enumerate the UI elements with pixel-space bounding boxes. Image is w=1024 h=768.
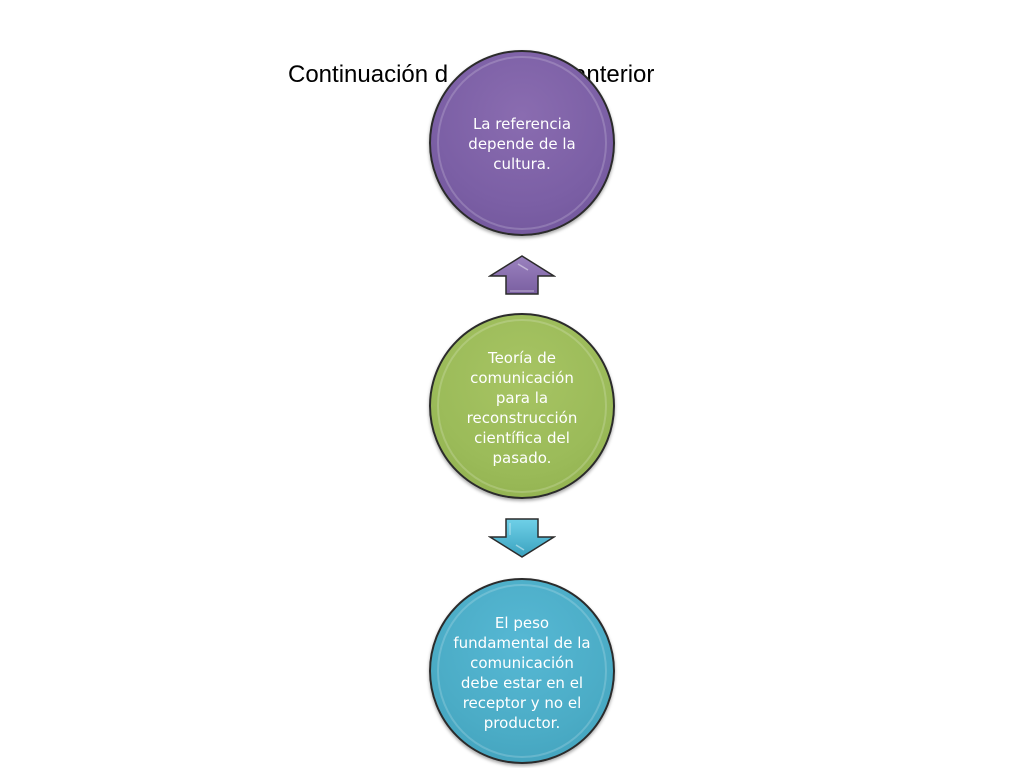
node-bottom-circle: El peso fundamental de la comunicación d… bbox=[429, 578, 615, 764]
node-middle-text: Teoría de comunicación para la reconstru… bbox=[466, 349, 578, 467]
node-top-circle: La referencia depende de la cultura. bbox=[429, 50, 615, 236]
slide-title-visible-left: Continuación d bbox=[288, 61, 449, 88]
node-top-text: La referencia depende de la cultura. bbox=[468, 115, 576, 173]
down-arrow-icon bbox=[488, 518, 556, 558]
up-arrow-icon bbox=[488, 255, 556, 295]
node-bottom-text: El peso fundamental de la comunicación d… bbox=[453, 614, 591, 732]
node-middle-circle: Teoría de comunicación para la reconstru… bbox=[429, 313, 615, 499]
